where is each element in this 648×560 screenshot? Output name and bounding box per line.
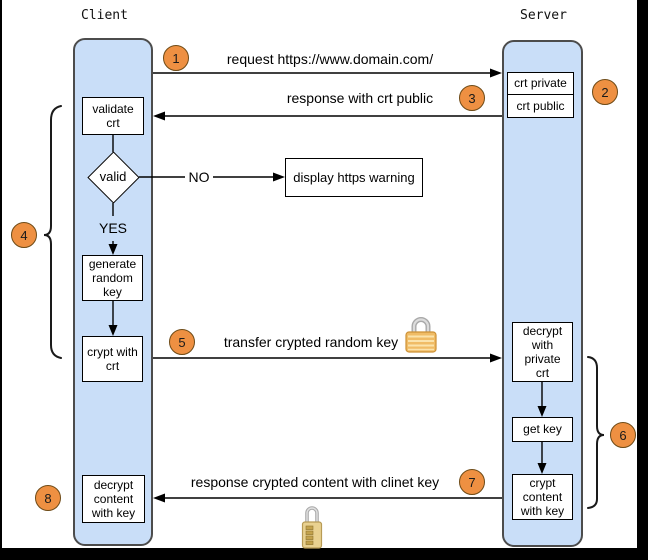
node-decrypt-with-private-crt: decrypt with private crt — [512, 322, 573, 382]
step-badge-3: 3 — [459, 85, 485, 111]
message-request: request https://www.domain.com/ — [226, 51, 434, 67]
node-crt-private: crt private — [507, 72, 574, 95]
server-scope-brace — [587, 356, 605, 509]
message-transfer-crypted-key: transfer crypted random key — [223, 334, 399, 350]
frame-border-left — [0, 0, 2, 560]
frame-border-right — [637, 0, 648, 560]
node-crypt-content-with-key: crypt content with key — [512, 474, 573, 520]
step-badge-6: 6 — [610, 422, 636, 448]
message-response-crypted-content: response crypted content with clinet key — [190, 474, 440, 490]
node-decrypt-content-with-key: decrypt content with key — [82, 475, 145, 523]
message-response-crt-public: response with crt public — [286, 90, 434, 106]
node-generate-random-key: generate random key — [82, 255, 143, 301]
node-crypt-with-crt: crypt with crt — [82, 336, 143, 382]
step-badge-8: 8 — [35, 485, 61, 511]
node-validate-crt: validate crt — [82, 97, 144, 135]
frame-border-bottom — [0, 548, 648, 560]
client-title: Client — [81, 8, 128, 23]
step-badge-7: 7 — [459, 469, 485, 495]
closed-padlock-icon — [403, 313, 439, 359]
branch-label-yes: YES — [98, 220, 127, 236]
node-display-https-warning: display https warning — [285, 158, 423, 197]
server-title: Server — [520, 8, 567, 23]
step-badge-5: 5 — [169, 329, 195, 355]
step-badge-4: 4 — [11, 222, 37, 248]
valid-decision-label: valid — [99, 169, 127, 184]
branch-label-no: NO — [185, 169, 213, 185]
step-badge-2: 2 — [592, 79, 618, 105]
combination-padlock-icon — [299, 504, 325, 555]
node-get-key: get key — [512, 417, 573, 442]
step-badge-1: 1 — [163, 45, 189, 71]
node-crt-public: crt public — [507, 94, 574, 118]
client-scope-brace — [43, 105, 62, 359]
